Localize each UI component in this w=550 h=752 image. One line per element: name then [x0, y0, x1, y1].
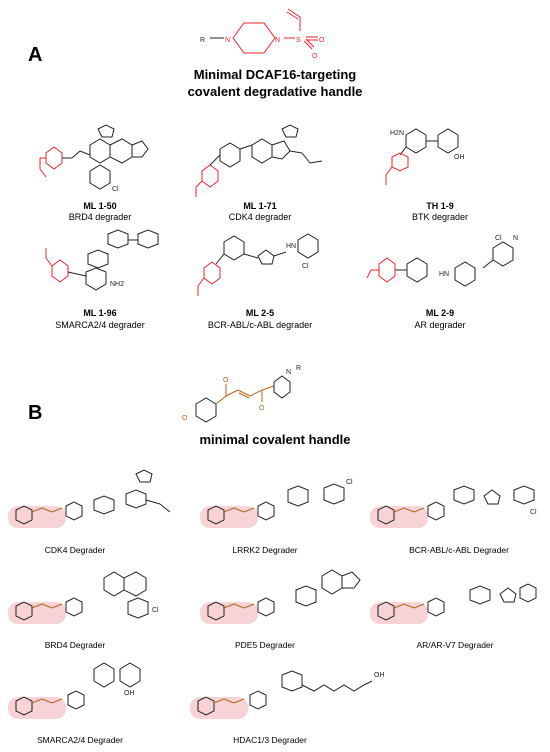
- th-1-9-oh-label: OH: [454, 154, 465, 161]
- phenoxy-ring-icon: [107, 229, 129, 249]
- thienotriazolodiazepine-icon: [109, 138, 133, 164]
- compound-name-ml-2-9: ML 2-9: [425, 308, 455, 318]
- bcr-abl-degrader-structure: Cl: [370, 485, 537, 528]
- compound-desc-th-1-9: BTK degrader: [411, 212, 469, 222]
- enone-covalent-handle-structure: O O O N R: [182, 365, 301, 423]
- pyridazine-ring-icon: [405, 128, 427, 154]
- degrader-label-ar: AR/AR-V7 Degrader: [416, 640, 494, 650]
- ml-2-9-cl-label: Cl: [495, 235, 502, 242]
- degrader-label-hdac1-3: HDAC1/3 Degrader: [233, 735, 307, 745]
- ml-1-71-structure: [195, 124, 323, 197]
- cdk4-cyclopentyl-icon: [135, 469, 153, 483]
- th-1-9-structure: H2N OH: [385, 128, 465, 185]
- core-r-label: R: [200, 37, 205, 44]
- compound-desc-ml-1-96: SMARCA2/4 degrader: [55, 320, 145, 330]
- chloromethylphenyl-ring-icon: [297, 233, 319, 259]
- compound-name-ml-2-5: ML 2-5: [245, 308, 275, 318]
- lrrk2-cl-label: Cl: [346, 479, 353, 486]
- ar-degrader-structure: [370, 583, 537, 624]
- core-b-o-methoxy-label: O: [182, 415, 188, 422]
- compound-name-ml-1-96: ML 1-96: [83, 308, 117, 318]
- panel-a-title-line1: Minimal DCAF16-targeting: [193, 67, 357, 82]
- degrader-label-brd4: BRD4 Degrader: [44, 640, 106, 650]
- core-b-o2-label: O: [259, 405, 265, 412]
- pyrazolopyrimidine-ring-icon: [85, 267, 107, 291]
- triazole-ring-icon: [97, 124, 115, 138]
- brd4-cl-label: Cl: [152, 607, 159, 614]
- smarca-oh-label: OH: [124, 690, 135, 697]
- degrader-label-pde5: PDE5 Degrader: [234, 640, 295, 650]
- pyridazine-carboxamide-icon: [406, 257, 428, 283]
- pde5-degrader-structure: [200, 569, 361, 624]
- ml-2-5-structure: HN Cl: [197, 233, 319, 296]
- ml-1-96-nh2-label: NH2: [110, 281, 124, 288]
- pyrimidine-ring-icon: [223, 235, 245, 261]
- cyclopentyl-ring-icon: [281, 124, 299, 138]
- degrader-label-lrrk2: LRRK2 Degrader: [232, 545, 298, 555]
- cyanochlorophenyl-ring-icon: [492, 241, 514, 267]
- ml-1-50-structure: Cl: [39, 124, 149, 193]
- vinyl-sulfonamide-core-structure: R N N S O O: [200, 8, 325, 60]
- piperazine-ring-b-icon: [273, 375, 291, 399]
- core-b-n-label: N: [286, 369, 291, 376]
- cdk4-degrader-structure: [8, 469, 171, 528]
- core-o2-label: O: [319, 37, 325, 44]
- compound-name-ml-1-71: ML 1-71: [243, 201, 277, 211]
- core-b-r-label: R: [296, 365, 301, 372]
- compound-name-th-1-9: TH 1-9: [426, 201, 454, 211]
- core-n2-label: N: [275, 37, 280, 44]
- compound-name-ml-1-50: ML 1-50: [83, 201, 117, 211]
- th-1-9-nh2-label: H2N: [390, 130, 404, 137]
- compound-desc-ml-1-71: CDK4 degrader: [228, 212, 292, 222]
- ml-2-5-hn-label: HN: [286, 243, 296, 250]
- chlorophenyl-ring-icon: [89, 164, 111, 190]
- core-s-label: S: [296, 37, 301, 44]
- degrader-label-bcr-abl: BCR-ABL/c-ABL Degrader: [409, 545, 509, 555]
- pyrrolopyrimidine-icon: [251, 138, 273, 164]
- ml-1-96-structure: NH2: [45, 229, 159, 291]
- panel-letter-a: A: [28, 44, 43, 66]
- core-o1-label: O: [312, 53, 318, 60]
- panel-letter-b: B: [28, 402, 43, 424]
- phenol-ring-icon: [437, 128, 459, 154]
- cyclohexyl-ring-icon: [454, 261, 476, 287]
- ml-2-9-hn-label: HN: [439, 271, 449, 278]
- panel-a-title-line2: covalent degradative handle: [187, 84, 363, 99]
- pyridine-ring-icon: [219, 142, 241, 168]
- compound-desc-ml-2-5: BCR-ABL/c-ABL degrader: [207, 320, 313, 330]
- lrrk2-degrader-structure: Cl: [200, 479, 353, 528]
- piperazine-ring-icon: [232, 22, 276, 54]
- core-b-o1-label: O: [223, 377, 229, 384]
- thiazole-ring-icon: [257, 249, 275, 265]
- ml-2-9-structure: Cl N HN: [366, 235, 518, 287]
- hdac-oh-label: OH: [374, 672, 385, 679]
- degrader-label-smarca2-4: SMARCA2/4 Degrader: [37, 735, 123, 745]
- smarca2-4-degrader-structure: OH: [8, 662, 141, 719]
- ml-1-50-cl-label: Cl: [112, 186, 119, 193]
- ml-2-9-n-label: N: [513, 235, 518, 242]
- compound-desc-ml-1-50: BRD4 degrader: [68, 212, 132, 222]
- bcr-abl-cl-label: Cl: [530, 509, 537, 516]
- core-n1-label: N: [225, 37, 230, 44]
- hdac-degrader-structure: OH: [190, 670, 385, 719]
- ml-2-5-cl-label: Cl: [302, 263, 309, 270]
- compound-desc-ml-2-9: AR degrader: [414, 320, 466, 330]
- methoxyphenyl-ring-icon: [195, 397, 217, 423]
- degrader-label-cdk4: CDK4 Degrader: [44, 545, 106, 555]
- panel-a-title: Minimal DCAF16-targeting covalent degrad…: [160, 66, 390, 100]
- brd4-degrader-structure: Cl: [8, 571, 159, 624]
- panel-b-title: minimal covalent handle: [199, 432, 351, 447]
